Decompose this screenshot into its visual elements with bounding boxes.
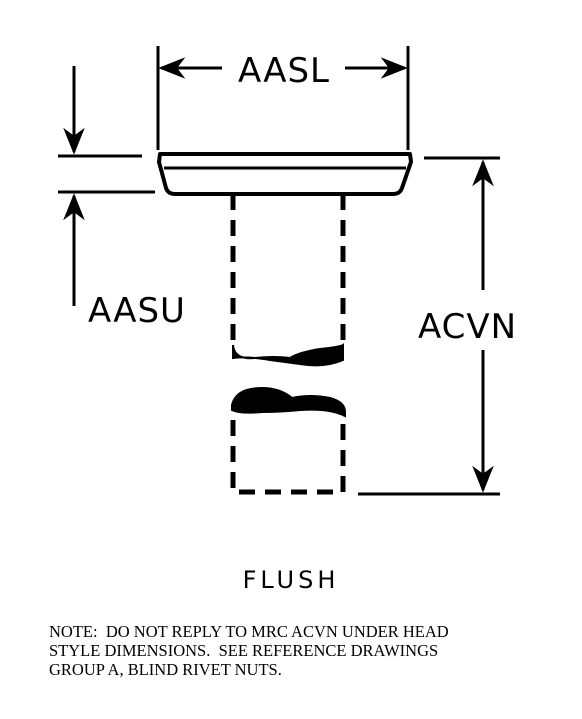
note-line: NOTE: DO NOT REPLY TO MRC ACVN UNDER HEA… (49, 622, 449, 641)
rivet-body-upper (230, 194, 346, 367)
aasu-label: AASU (88, 291, 186, 331)
rivet-body-lower (230, 386, 346, 495)
aasl-dimension: AASL (156, 46, 410, 150)
note-line: GROUP A, BLIND RIVET NUTS. (49, 660, 282, 679)
break-line-lower (231, 386, 346, 418)
acvn-dimension: ACVN (358, 156, 517, 496)
note-text: NOTE: DO NOT REPLY TO MRC ACVN UNDER HEA… (49, 622, 569, 679)
aasl-label: AASL (238, 51, 330, 91)
note-line: STYLE DIMENSIONS. SEE REFERENCE DRAWINGS (49, 641, 439, 660)
acvn-label: ACVN (418, 307, 517, 347)
rivet-head (157, 152, 413, 196)
aasu-dimension: AASU (58, 66, 186, 331)
style-caption: FLUSH (243, 566, 340, 594)
break-line-upper (232, 343, 344, 367)
